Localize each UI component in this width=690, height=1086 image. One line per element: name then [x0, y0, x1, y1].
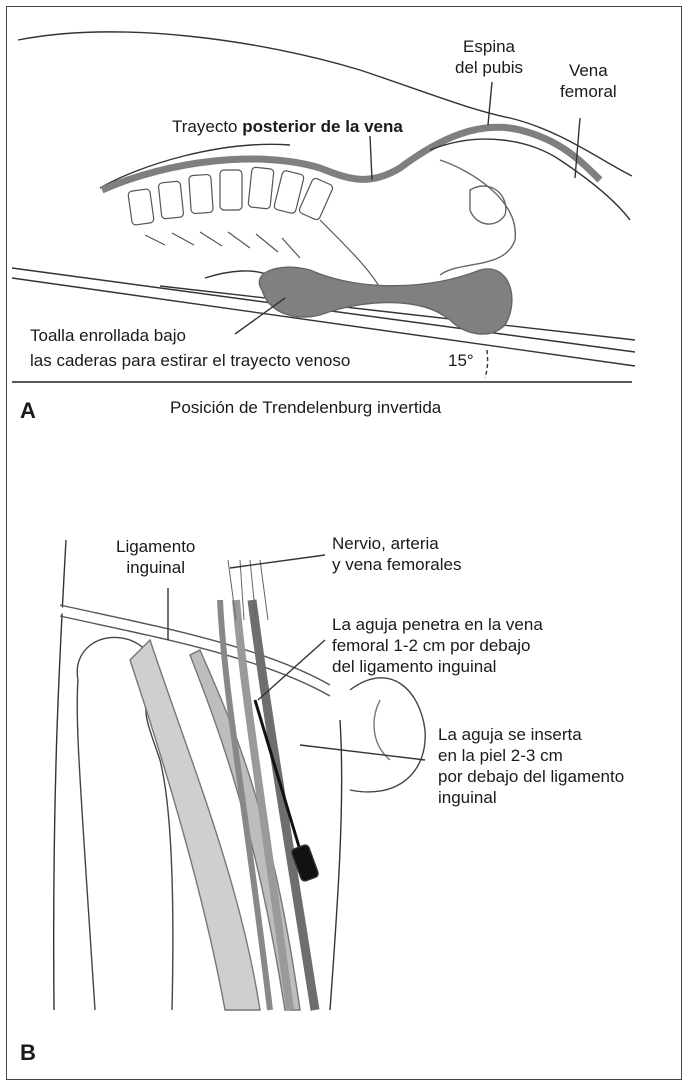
- leader-penetra: [258, 640, 325, 700]
- label-espina-pubis: Espina del pubis: [455, 36, 523, 78]
- leader-nervio: [230, 555, 325, 568]
- label-angle: 15°: [448, 350, 474, 371]
- label-ligamento-inguinal: Ligamento inguinal: [116, 536, 195, 578]
- angle-arc: [485, 350, 488, 378]
- panel-b-drawing: [54, 540, 426, 1010]
- label-aguja-inserta: La aguja se inserta en la piel 2-3 cm po…: [438, 724, 624, 808]
- sartorius-muscle: [130, 640, 260, 1010]
- label-toalla-line2: las caderas para estirar el trayecto ven…: [30, 350, 350, 371]
- vertebrae: [128, 167, 380, 288]
- label-aguja-penetra: La aguja penetra en la vena femoral 1-2 …: [332, 614, 543, 677]
- panel-a-letter: A: [20, 398, 36, 424]
- pelvis-outline: [440, 160, 515, 275]
- label-toalla-line1: Toalla enrollada bajo: [30, 325, 186, 346]
- label-trayecto-prefix: Trayecto: [172, 117, 242, 136]
- obturator: [470, 186, 506, 224]
- label-trayecto-bold: posterior de la vena: [242, 117, 403, 136]
- thigh-outline-right: [330, 720, 342, 1010]
- leader-inserta: [300, 745, 425, 760]
- panel-b-letter: B: [20, 1040, 36, 1066]
- panel-a-caption: Posición de Trendelenburg invertida: [170, 398, 441, 418]
- label-trayecto: Trayecto posterior de la vena: [172, 116, 403, 137]
- pubis-outline: [350, 678, 425, 792]
- leader-trayecto: [370, 136, 372, 180]
- towel-roll: [259, 267, 512, 334]
- label-nervio-arteria-vena: Nervio, arteria y vena femorales: [332, 533, 461, 575]
- leader-espina: [488, 82, 492, 125]
- leader-vena: [575, 118, 580, 178]
- body-outline: [18, 32, 632, 176]
- label-vena-femoral: Vena femoral: [560, 60, 617, 102]
